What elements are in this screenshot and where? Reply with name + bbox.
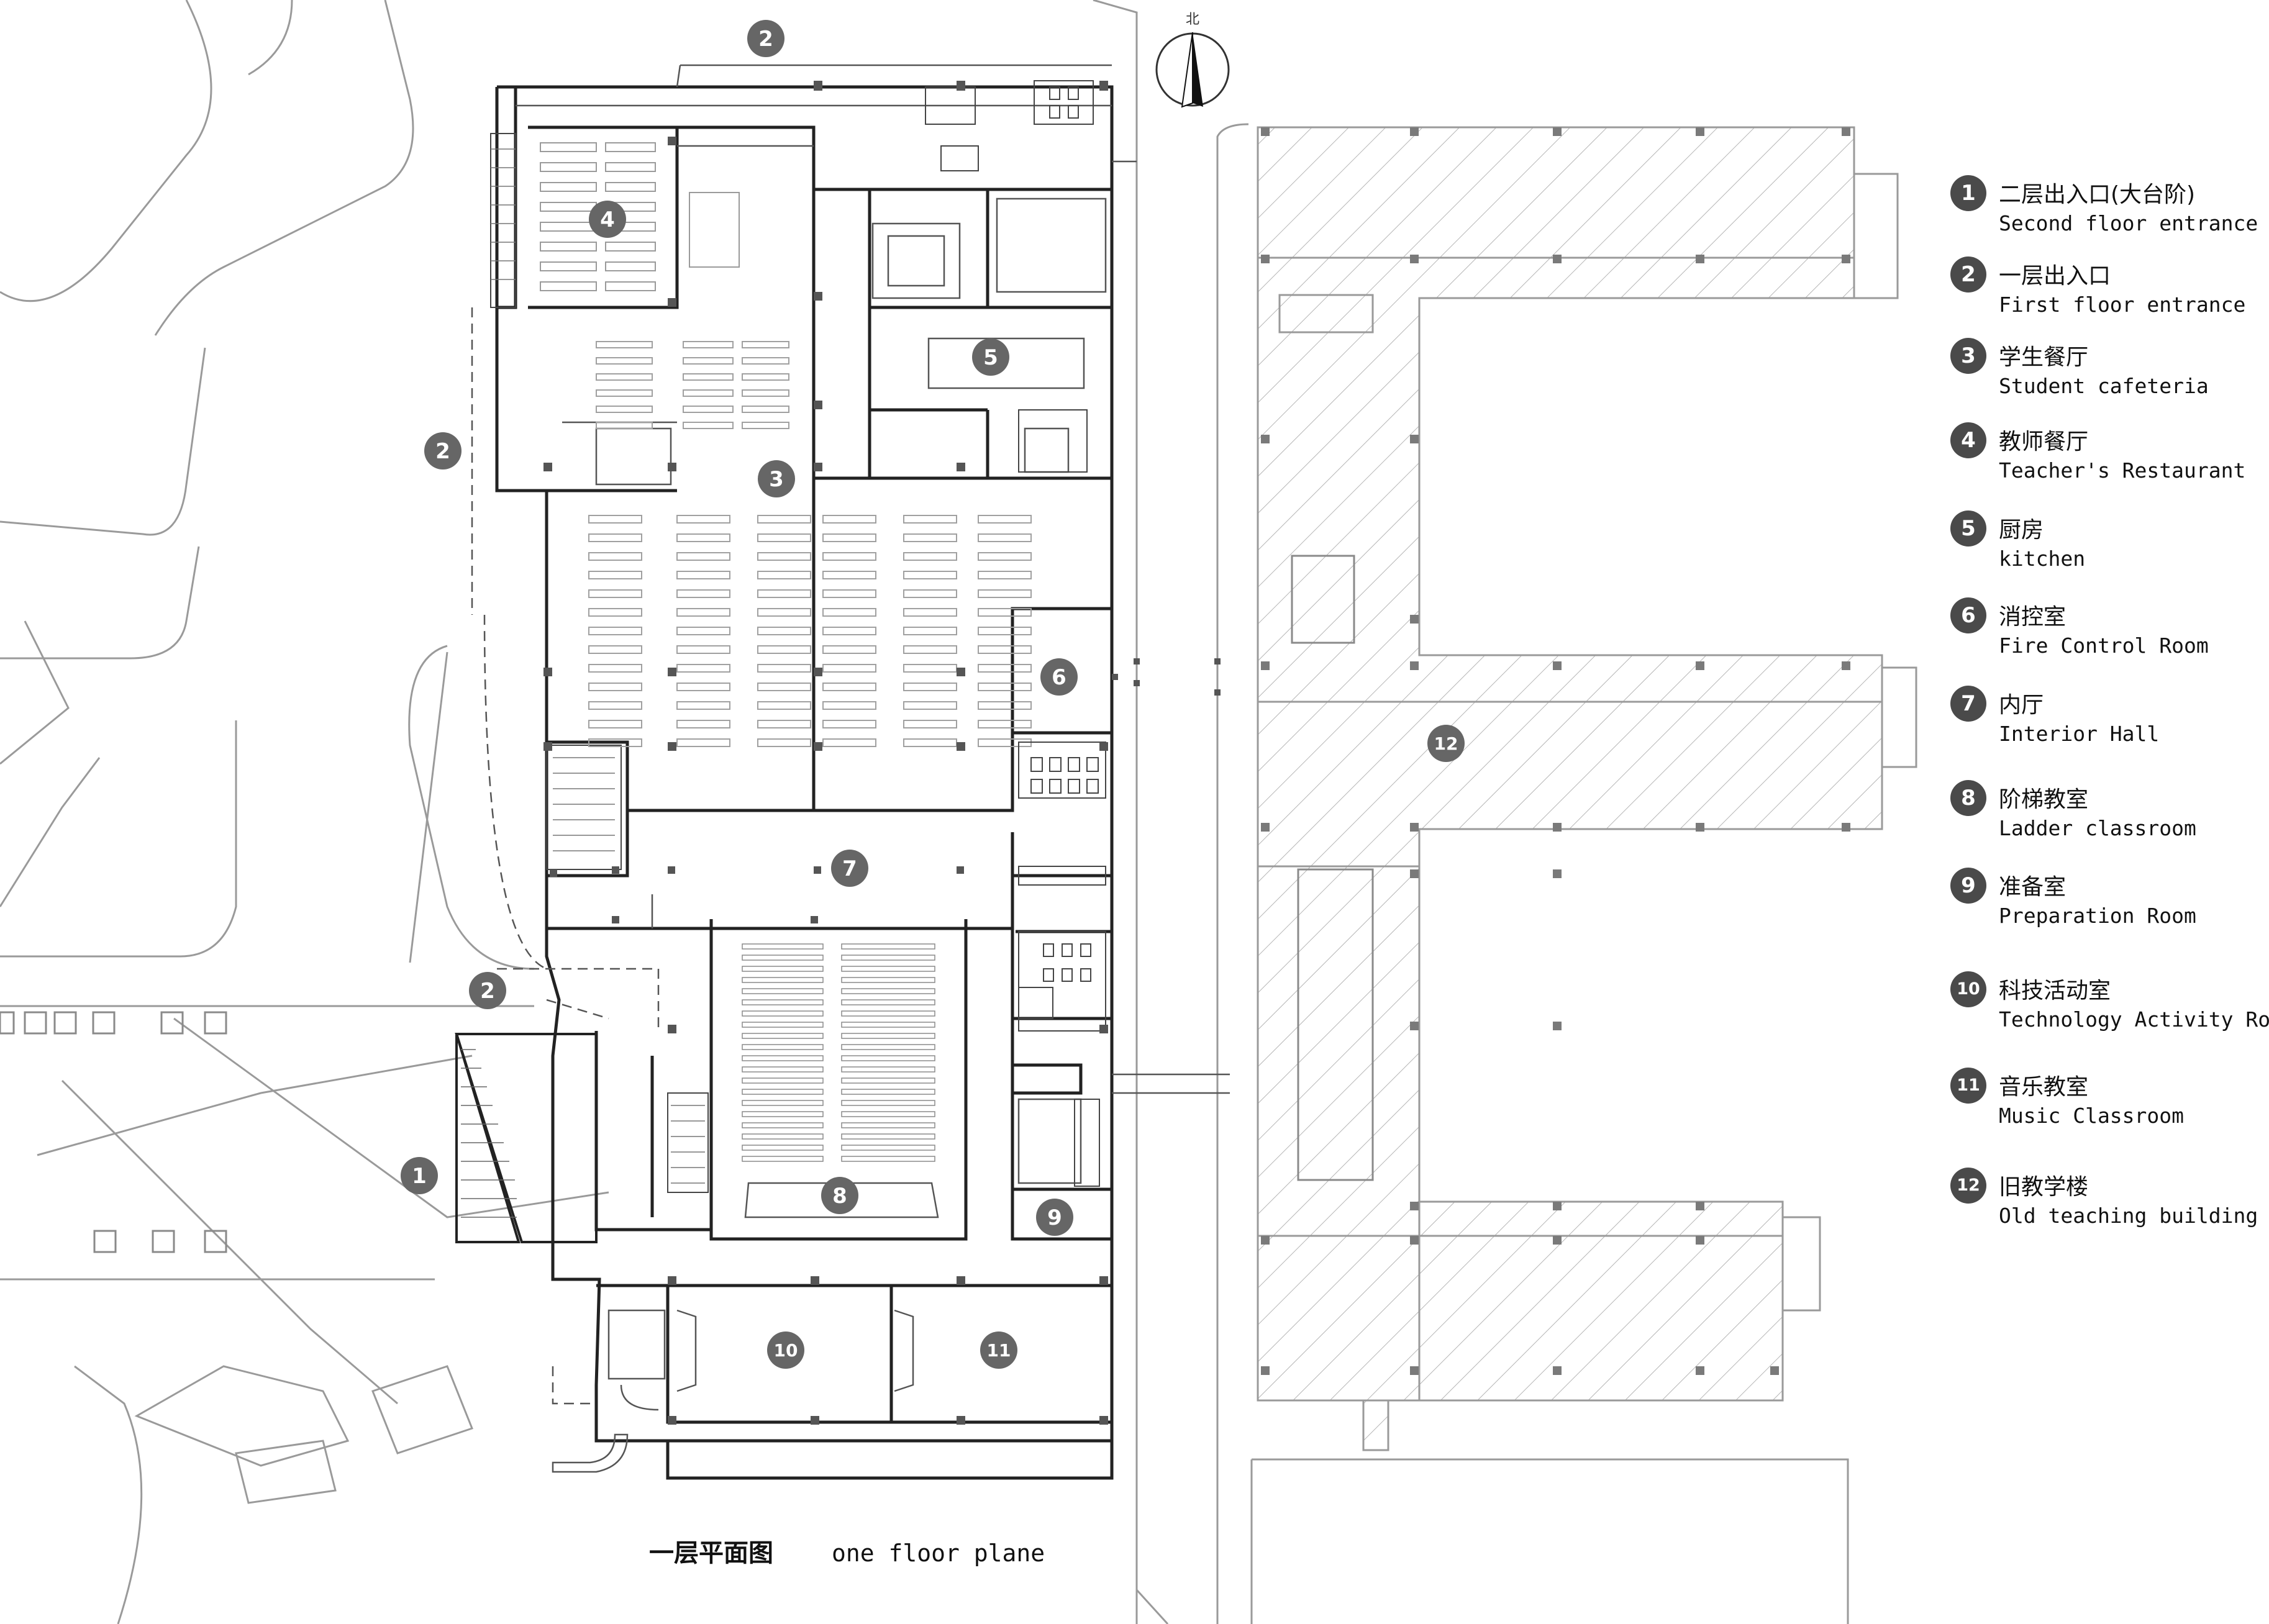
caption-cn: 一层平面图 (649, 1539, 773, 1567)
legend-item-3: 3 学生餐厅 Student cafeteria (1950, 335, 2269, 416)
toilet-fixtures (925, 80, 1106, 1032)
legend-label-en: Student cafeteria (1999, 374, 2209, 398)
legend-label-cn: 一层出入口 (1999, 263, 2111, 289)
legend-label-cn: 厨房 (1999, 517, 2044, 543)
legend-label-cn: 阶梯教室 (1999, 787, 2089, 812)
room-marker-2-west: 2 (424, 432, 462, 470)
legend-item-8: 8 阶梯教室 Ladder classroom (1950, 778, 2269, 858)
old-building-columns (1261, 127, 1850, 1375)
legend-item-5: 5 厨房 kitchen (1950, 508, 2269, 589)
svg-text:9: 9 (1047, 1205, 1062, 1230)
room-marker-5: 5 (972, 338, 1009, 376)
svg-text:10: 10 (774, 1340, 798, 1361)
legend-item-4: 4 教师餐厅 Teacher's Restaurant (1950, 420, 2269, 501)
legend-number: 8 (1950, 780, 1986, 816)
site-plaza-squares (0, 1011, 227, 1253)
legend-number: 6 (1950, 597, 1986, 633)
legend-item-1: 1 二层出入口(大台阶) Second floor entrance (1950, 173, 2269, 253)
legend-number: 2 (1950, 256, 1986, 293)
stair-treads (491, 148, 705, 1184)
teacher-restaurant-tables (540, 142, 740, 291)
svg-text:2: 2 (435, 439, 450, 464)
legend-label-en: kitchen (1999, 547, 2086, 571)
legend-item-6: 6 消控室 Fire Control Room (1950, 595, 2269, 676)
svg-text:6: 6 (1052, 665, 1066, 690)
plan-caption: 一层平面图 one floor plane (649, 1533, 1045, 1570)
legend-label-en: First floor entrance (1999, 293, 2246, 317)
legend-number: 12 (1950, 1168, 1986, 1204)
svg-text:1: 1 (412, 1164, 427, 1189)
room-marker-9: 9 (1036, 1199, 1073, 1236)
room-marker-4: 4 (589, 201, 626, 238)
legend-label-cn: 消控室 (1999, 604, 2067, 630)
legend-label-en: Second floor entrance (1999, 211, 2258, 235)
legend-label-en: Teacher's Restaurant (1999, 458, 2246, 483)
north-label: 北 (1186, 12, 1199, 27)
legend-number: 3 (1950, 338, 1986, 374)
legend-number: 9 (1950, 868, 1986, 904)
grand-staircase (455, 1033, 598, 1243)
room-marker-12: 12 (1427, 725, 1465, 762)
legend-label-cn: 旧教学楼 (1999, 1174, 2089, 1200)
exterior-dashed-lines (471, 307, 660, 1405)
legend-item-9: 9 准备室 Preparation Room (1950, 865, 2269, 946)
room-marker-7: 7 (831, 850, 868, 887)
student-cafeteria-tables (588, 515, 1032, 747)
stairs (490, 133, 1100, 1193)
old-teaching-building (1257, 126, 1917, 1451)
new-building-columns (543, 81, 1221, 1425)
room-marker-6: 6 (1040, 658, 1078, 696)
legend-label-en: Technology Activity Room (1999, 1007, 2269, 1032)
legend-label-cn: 教师餐厅 (1999, 429, 2089, 455)
legend-item-7: 7 内厅 Interior Hall (1950, 683, 2269, 764)
legend-label-en: Preparation Room (1999, 904, 2196, 928)
svg-text:11: 11 (987, 1340, 1011, 1361)
legend-label-cn: 内厅 (1999, 692, 2044, 718)
ladder-classroom-seats (742, 943, 935, 1162)
new-building-walls (495, 85, 1114, 1480)
room-markers: 1 2 2 2 3 4 5 6 (401, 20, 1465, 1369)
caption-en: one floor plane (832, 1540, 1045, 1567)
legend-label-cn: 科技活动室 (1999, 978, 2111, 1004)
svg-text:4: 4 (600, 207, 615, 232)
room-marker-1: 1 (401, 1157, 438, 1194)
room-marker-3: 3 (758, 460, 795, 497)
legend-label-en: Ladder classroom (1999, 816, 2196, 840)
legend-number: 7 (1950, 686, 1986, 722)
legend-label-cn: 学生餐厅 (1999, 345, 2089, 370)
legend-number: 5 (1950, 510, 1986, 547)
svg-text:5: 5 (983, 345, 998, 370)
cafeteria-upper-tables (596, 341, 789, 429)
room-marker-10: 10 (767, 1331, 804, 1369)
room-marker-2-north: 2 (747, 20, 784, 57)
legend-item-12: 12 旧教学楼 Old teaching building (1950, 1165, 2269, 1246)
svg-text:8: 8 (832, 1184, 847, 1209)
room-marker-8: 8 (821, 1177, 858, 1214)
room-marker-11: 11 (980, 1331, 1017, 1369)
legend-label-en: Fire Control Room (1999, 633, 2209, 658)
room-marker-2-south: 2 (469, 972, 506, 1009)
site-context (0, 0, 1849, 1624)
legend-label-en: Interior Hall (1999, 722, 2160, 746)
legend-item-11: 11 音乐教室 Music Classroom (1950, 1065, 2269, 1146)
svg-text:2: 2 (480, 979, 495, 1004)
legend-label-en: Old teaching building (1999, 1204, 2258, 1228)
north-arrow (1155, 32, 1230, 108)
svg-text:7: 7 (842, 856, 857, 881)
legend-label-en: Music Classroom (1999, 1104, 2185, 1128)
legend-label-cn: 准备室 (1999, 874, 2067, 900)
legend-item-2: 2 一层出入口 First floor entrance (1950, 254, 2269, 335)
new-building-thin-lines (516, 64, 1230, 1473)
legend-number: 10 (1950, 971, 1986, 1007)
legend-number: 11 (1950, 1068, 1986, 1104)
legend-label-cn: 二层出入口(大台阶) (1999, 182, 2196, 207)
legend-number: 4 (1950, 422, 1986, 458)
svg-text:3: 3 (769, 467, 784, 492)
legend-number: 1 (1950, 175, 1986, 211)
svg-text:12: 12 (1434, 733, 1458, 754)
legend-item-10: 10 科技活动室 Technology Activity Room (1950, 969, 2269, 1050)
svg-text:2: 2 (758, 27, 773, 52)
legend-label-cn: 音乐教室 (1999, 1074, 2089, 1100)
